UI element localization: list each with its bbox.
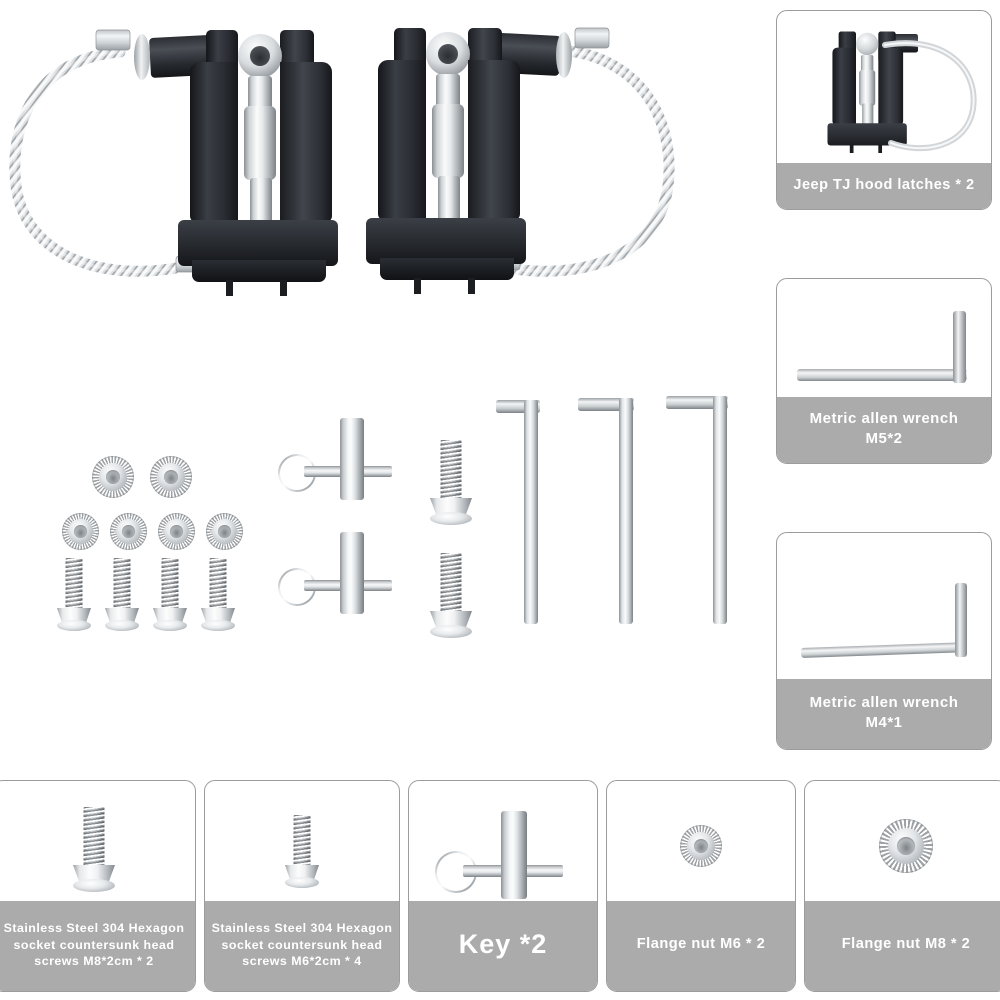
caption-line: M4*1: [865, 714, 903, 731]
latch-side-plate-left: [378, 60, 426, 220]
countersunk-screw-m6-icon: [282, 815, 322, 889]
latch-side-plate-right: [468, 60, 520, 220]
key: [278, 522, 392, 618]
panel-key[interactable]: Key *2: [408, 780, 598, 992]
latch-side-plate-right: [280, 62, 332, 222]
caption-line: M5*2: [865, 430, 903, 447]
allen-wrench-2: [578, 398, 634, 624]
flange-nut-m8-icon: [879, 819, 933, 873]
panel-b3-art: [409, 781, 597, 901]
key-barrel: [501, 811, 527, 899]
key: [278, 408, 392, 504]
panel-m4-art: [777, 533, 991, 679]
latch-mount-pin-1: [226, 280, 233, 296]
latch-base-lip: [192, 260, 326, 282]
latch-turnbuckle-upper: [248, 76, 272, 110]
panel-latch-art: [777, 11, 991, 163]
key-barrel: [340, 532, 364, 614]
panel-m5-caption: Metric allen wrench M5*2: [777, 397, 991, 463]
allen-wrench-group: [496, 396, 728, 624]
caption-line: socket countersunk head: [13, 937, 175, 952]
latch-mount-pin-2: [468, 278, 475, 294]
countersunk-screw-m6: [102, 558, 142, 632]
latch-cable-right: [502, 44, 675, 277]
hood-latch-thumbnail: [825, 29, 918, 153]
latch-bumper-washer: [134, 34, 150, 80]
hood-latch-group: [9, 27, 675, 277]
panel-flange-nut-m6[interactable]: Flange nut M6 * 2: [606, 780, 796, 992]
latch-turnbuckle-body: [432, 104, 464, 178]
latch-side-plate-left: [190, 62, 238, 222]
countersunk-screw-m6: [54, 558, 94, 632]
panel-b1-caption: Stainless Steel 304 Hexagon socket count…: [0, 901, 195, 991]
panel-b5-art: [805, 781, 1000, 901]
caption-line: Key *2: [458, 929, 548, 960]
caption-line: Stainless Steel 304 Hexagon: [3, 921, 185, 936]
panel-flange-nut-m8[interactable]: Flange nut M8 * 2: [804, 780, 1000, 992]
flange-nut-m6: [62, 513, 99, 550]
caption-line: socket countersunk head: [221, 937, 383, 952]
countersunk-screw-m6: [150, 558, 190, 632]
panel-screw-m6[interactable]: Stainless Steel 304 Hexagon socket count…: [204, 780, 400, 992]
hood-latch-assembly-2: [360, 20, 572, 320]
allen-wrench-m5-icon: [797, 311, 967, 383]
key-icon: [435, 803, 565, 899]
latch-base-plate: [366, 218, 526, 264]
caption-line: screws M8*2cm * 2: [34, 954, 154, 969]
latch-mount-pin-2: [280, 280, 287, 296]
caption-line: Metric allen wrench: [809, 410, 959, 428]
latch-turnbuckle-lower: [438, 176, 460, 230]
caption-line: Metric allen wrench: [809, 694, 959, 712]
latch-cable-left: [9, 46, 182, 277]
caption-line: Flange nut M8 * 2: [841, 936, 971, 953]
latch-pivot-core: [250, 46, 270, 66]
latch-turnbuckle-upper: [436, 74, 460, 108]
panel-screw-m8[interactable]: Stainless Steel 304 Hexagon socket count…: [0, 780, 196, 992]
latch-base-lip: [380, 258, 514, 280]
panel-latch-caption: Jeep TJ hood latches * 2: [777, 163, 991, 209]
allen-wrench-3: [666, 396, 728, 624]
panel-m4-caption: Metric allen wrench M4*1: [777, 679, 991, 749]
hood-latch-assembly-1: [134, 22, 348, 322]
panel-b1-art: [0, 781, 195, 901]
latch-pivot-core: [438, 44, 458, 64]
panel-m5-art: [777, 279, 991, 397]
countersunk-screw-m8: [428, 553, 474, 639]
panel-b4-caption: Flange nut M6 * 2: [607, 901, 795, 991]
panel-b5-caption: Flange nut M8 * 2: [805, 901, 1000, 991]
latch-turnbuckle-lower: [250, 178, 272, 232]
latch-thumbnail-cable: [882, 40, 977, 152]
latch-base-plate: [178, 220, 338, 266]
panel-b2-art: [205, 781, 399, 901]
allen-wrench-1: [496, 400, 540, 624]
caption-line: Flange nut M6 * 2: [636, 936, 766, 953]
countersunk-screw-m8-icon: [71, 807, 117, 893]
panel-b4-art: [607, 781, 795, 901]
panel-allen-wrench-m5[interactable]: Metric allen wrench M5*2: [776, 278, 992, 464]
panel-b3-caption: Key *2: [409, 901, 597, 991]
countersunk-screw-m6: [198, 558, 238, 632]
flange-nut-m6-icon: [680, 825, 722, 867]
caption-line: Jeep TJ hood latches * 2: [793, 177, 975, 194]
flange-nut-m6: [110, 513, 147, 550]
panel-b2-caption: Stainless Steel 304 Hexagon socket count…: [205, 901, 399, 991]
countersunk-screw-m8: [428, 440, 474, 526]
caption-line: screws M6*2cm * 4: [242, 954, 362, 969]
key-barrel: [340, 418, 364, 500]
latch-mount-pin-1: [414, 278, 421, 294]
caption-line: Stainless Steel 304 Hexagon: [211, 921, 393, 936]
flange-nut-m8: [150, 456, 192, 498]
latch-bumper-washer: [556, 32, 572, 78]
panel-allen-wrench-m4[interactable]: Metric allen wrench M4*1: [776, 532, 992, 750]
flange-nut-m6: [158, 513, 195, 550]
panel-jeep-tj-hood-latches[interactable]: Jeep TJ hood latches * 2: [776, 10, 992, 210]
flange-nut-m8: [92, 456, 134, 498]
flange-nut-m6: [206, 513, 243, 550]
allen-wrench-m4-icon: [800, 583, 968, 658]
latch-turnbuckle-body: [244, 106, 276, 180]
